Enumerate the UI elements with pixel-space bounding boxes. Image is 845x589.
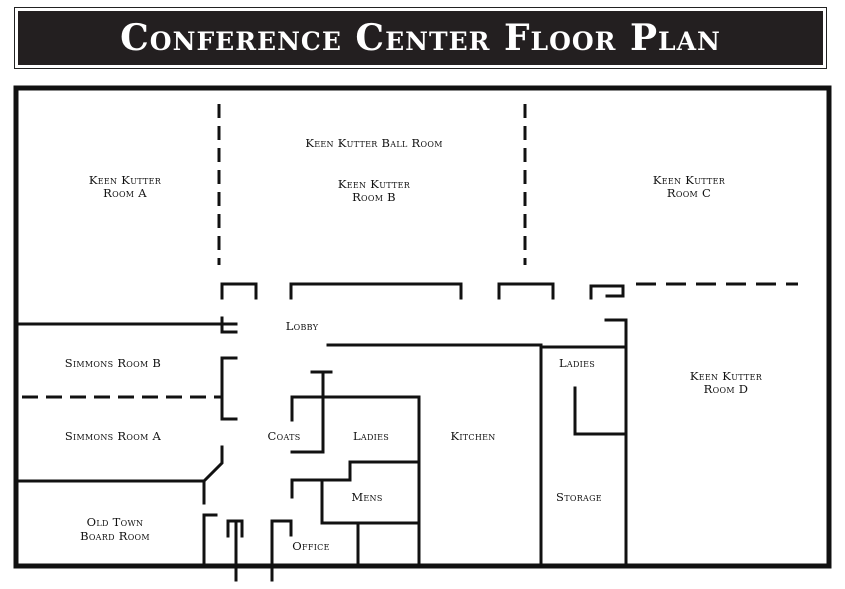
wall-simmons-north xyxy=(16,316,238,334)
label-room-c-line1: Keen Kutter xyxy=(653,173,726,187)
label-ballroom: Keen Kutter Ball Room xyxy=(305,136,442,150)
entrance-left xyxy=(226,519,244,582)
title-banner: Conference Center Floor Plan xyxy=(14,7,827,69)
entrance-right xyxy=(270,519,293,582)
wall-simmons-south xyxy=(16,445,224,505)
label-mens: Mens xyxy=(351,490,382,504)
label-coats: Coats xyxy=(267,429,300,443)
label-room-d-line1: Keen Kutter xyxy=(690,369,763,383)
label-kitchen: Kitchen xyxy=(450,429,495,443)
label-room-a-line1: Keen Kutter xyxy=(89,173,162,187)
title-bar: Conference Center Floor Plan xyxy=(18,11,823,65)
label-old-town-line2: Board Room xyxy=(80,529,150,543)
wall-restrooms xyxy=(290,460,421,525)
label-room-c-line2: Room C xyxy=(667,186,711,200)
room-labels: Keen Kutter Ball Room Keen Kutter Room A… xyxy=(65,136,763,553)
label-ladies-upper: Ladies xyxy=(559,356,595,370)
label-old-town-line1: Old Town xyxy=(87,515,144,529)
wall-lobby-kitchen xyxy=(326,343,543,566)
wall-ballroom-1 xyxy=(220,282,258,300)
label-simmons-b: Simmons Room B xyxy=(65,356,161,370)
label-room-d-line2: Room D xyxy=(704,382,749,396)
outer-wall xyxy=(13,85,832,569)
label-ladies-lower: Ladies xyxy=(353,429,389,443)
label-simmons-a: Simmons Room A xyxy=(65,429,162,443)
wall-simmons-east xyxy=(220,356,238,421)
wall-ballroom-4 xyxy=(589,284,625,300)
wall-ballroom-2 xyxy=(289,282,463,300)
wall-ladies-east xyxy=(541,318,628,568)
label-lobby: Lobby xyxy=(286,319,319,333)
label-storage: Storage xyxy=(556,490,602,504)
label-office: Office xyxy=(292,539,329,553)
page-title: Conference Center Floor Plan xyxy=(120,17,721,59)
wall-storage xyxy=(573,386,628,436)
wall-coats xyxy=(290,370,421,566)
wall-board-room xyxy=(202,513,218,565)
label-room-b-line2: Room B xyxy=(352,190,396,204)
label-room-a-line2: Room A xyxy=(103,186,147,200)
wall-ballroom-3 xyxy=(497,282,555,300)
label-room-b-line1: Keen Kutter xyxy=(338,177,411,191)
